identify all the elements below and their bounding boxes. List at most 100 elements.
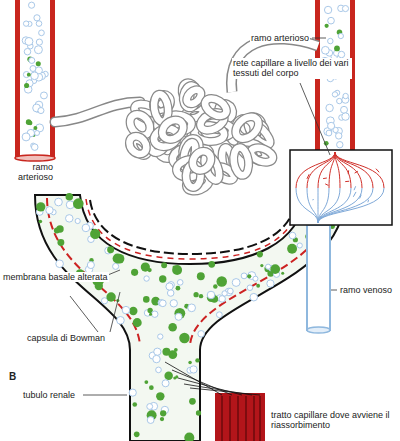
protein-dot — [106, 292, 115, 301]
cell-dot — [322, 46, 330, 54]
part-label: ramo arterioso — [6, 162, 54, 183]
artery-walls — [15, 0, 355, 161]
cell-dot — [219, 296, 226, 303]
leader-lines — [70, 38, 337, 395]
cell-dot — [39, 30, 45, 36]
protein-dot — [184, 433, 194, 441]
protein-dot — [189, 398, 196, 405]
protein-dot — [66, 193, 74, 201]
protein-dot — [172, 265, 182, 275]
protein-dot — [144, 380, 148, 384]
cell-dot — [232, 279, 240, 287]
protein-dot — [131, 269, 138, 276]
protein-dot — [173, 377, 176, 380]
capillary-branch — [345, 181, 349, 182]
protein-dot — [325, 24, 329, 28]
protein-dot — [149, 313, 152, 316]
cell-dot — [159, 300, 166, 307]
protein-dot — [334, 46, 340, 52]
cell-dot — [207, 291, 215, 299]
cell-dot — [82, 224, 90, 232]
cell-dot — [170, 300, 177, 307]
capillary-branch — [354, 186, 356, 190]
cell-dot — [56, 260, 64, 268]
protein-dot — [39, 220, 43, 224]
glomerular-loop — [159, 116, 188, 143]
cell-dot — [55, 198, 63, 206]
cell-dot — [338, 33, 343, 38]
protein-dot — [197, 272, 205, 280]
part-label: ramo arterioso — [250, 33, 310, 43]
cell-dot — [166, 283, 173, 290]
venous-capillary — [296, 188, 318, 223]
cell-dot — [36, 39, 42, 45]
cell-dot — [29, 57, 35, 63]
protein-dot — [160, 410, 166, 416]
capillary-branch — [307, 174, 309, 179]
part-label: rete capillare a livello dei vari tessut… — [232, 58, 352, 79]
cell-dot — [40, 92, 47, 99]
cell-dot — [216, 312, 222, 318]
glomerular-loop — [189, 148, 215, 174]
cell-dot — [336, 133, 342, 139]
protein-dot — [161, 262, 167, 268]
protein-dot — [176, 286, 181, 291]
arterial-capillary — [318, 152, 335, 188]
protein-dot — [196, 410, 201, 415]
protein-dot — [195, 358, 199, 362]
arterial-capillary — [335, 152, 373, 188]
protein-dot — [168, 323, 177, 332]
part-label: B — [8, 371, 17, 383]
protein-dot — [113, 253, 123, 263]
protein-dot — [179, 333, 189, 343]
cell-dot — [297, 243, 302, 248]
cell-dot — [152, 311, 158, 317]
cell-dot — [23, 21, 28, 26]
protein-dot — [256, 284, 260, 288]
cell-dot — [129, 389, 136, 396]
glomerular-loop — [202, 95, 230, 120]
protein-dot — [148, 268, 152, 272]
cell-dot — [328, 17, 335, 24]
cell-dot — [342, 113, 349, 120]
cell-dot — [31, 144, 38, 151]
glomerular-loop — [232, 147, 251, 177]
cell-dot — [147, 417, 154, 424]
cell-dot — [87, 261, 94, 268]
arterial-capillary — [307, 152, 335, 188]
protein-dot — [173, 265, 176, 268]
venous-capillary — [318, 188, 362, 223]
cell-dot — [22, 133, 30, 141]
cell-dot — [122, 306, 130, 314]
cell-dot — [34, 15, 40, 21]
cell-dot — [113, 263, 119, 269]
cell-dot — [177, 280, 183, 286]
capillary-branch — [323, 178, 327, 180]
cell-dot — [175, 313, 182, 320]
protein-dot — [36, 202, 45, 211]
protein-dot — [160, 417, 164, 421]
part-label: capsula di Bowman — [26, 333, 106, 343]
protein-dot — [57, 239, 64, 246]
protein-dot — [36, 61, 41, 66]
capillary-branch — [325, 184, 328, 186]
protein-dot — [216, 276, 227, 287]
capillary-branch — [353, 192, 356, 197]
protein-dot — [257, 251, 263, 257]
cell-dot — [25, 37, 33, 45]
artery-left — [15, 0, 55, 158]
cell-dot — [198, 331, 205, 338]
protein-dot — [90, 229, 100, 239]
protein-dot — [281, 272, 284, 275]
capillary-inset — [290, 150, 392, 225]
arterial-capillary — [296, 152, 335, 188]
arterial-capillary — [335, 152, 384, 188]
capillary-branch — [360, 195, 362, 199]
cell-dot — [31, 72, 39, 80]
venous-capillary — [318, 188, 384, 223]
cell-dot — [35, 130, 40, 135]
glomerular-loop — [126, 133, 150, 158]
cell-dot — [241, 273, 247, 279]
cell-dot — [158, 334, 163, 339]
reabsorption-capillary — [165, 362, 265, 441]
